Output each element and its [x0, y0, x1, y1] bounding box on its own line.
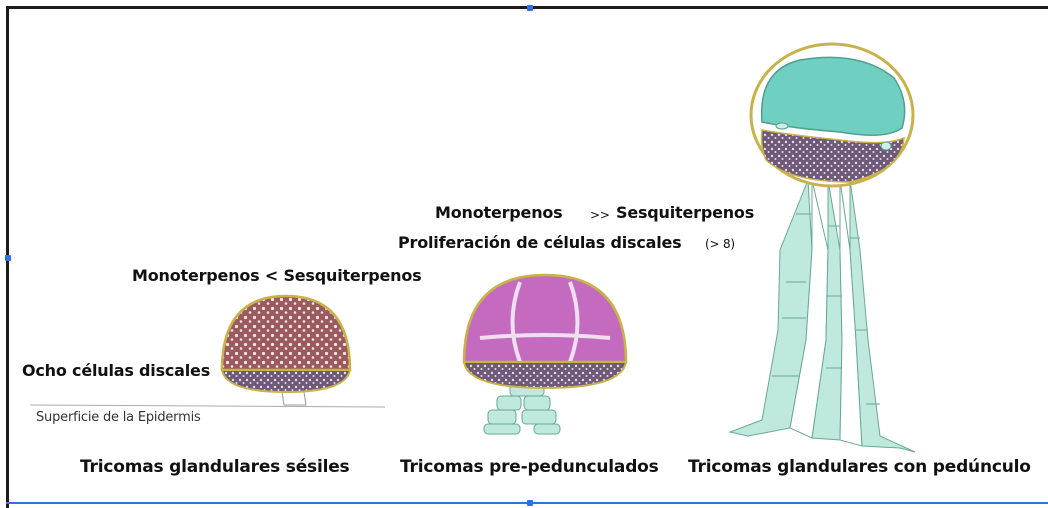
stalked-trichome — [730, 44, 915, 452]
discal-cells-label: Ocho células discales — [22, 361, 210, 380]
sessile-discal-layer — [222, 370, 350, 392]
epidermis-surface-label: Superficie de la Epidermis — [36, 410, 201, 425]
sessile-terpene-ratio-label: Monoterpenos < Sesquiterpenos — [132, 266, 421, 285]
sessile-trichome — [30, 296, 385, 407]
caption-sessile: Tricomas glandulares sésiles — [80, 457, 349, 477]
stalked-terpene-right-label: Sesquiterpenos — [616, 203, 754, 222]
pre-stalked-stalk — [484, 384, 560, 434]
stalked-stalk — [730, 180, 915, 452]
stalked-terpene-operator-label: >> — [590, 208, 610, 222]
sessile-basal-cell — [282, 392, 306, 405]
pre-stalked-head — [464, 275, 626, 362]
pre-stalked-discal-layer — [464, 362, 626, 388]
proliferation-label: Proliferación de células discales — [398, 233, 681, 252]
pre-stalked-trichome — [464, 275, 626, 434]
caption-stalked: Tricomas glandulares con pedúnculo — [688, 457, 1031, 477]
epidermis-line — [30, 405, 385, 407]
caption-pre-stalked: Tricomas pre-pedunculados — [400, 457, 659, 477]
stalked-terpene-left-label: Monoterpenos — [435, 203, 563, 222]
proliferation-count-label: (> 8) — [705, 237, 735, 251]
sessile-head — [222, 296, 350, 370]
